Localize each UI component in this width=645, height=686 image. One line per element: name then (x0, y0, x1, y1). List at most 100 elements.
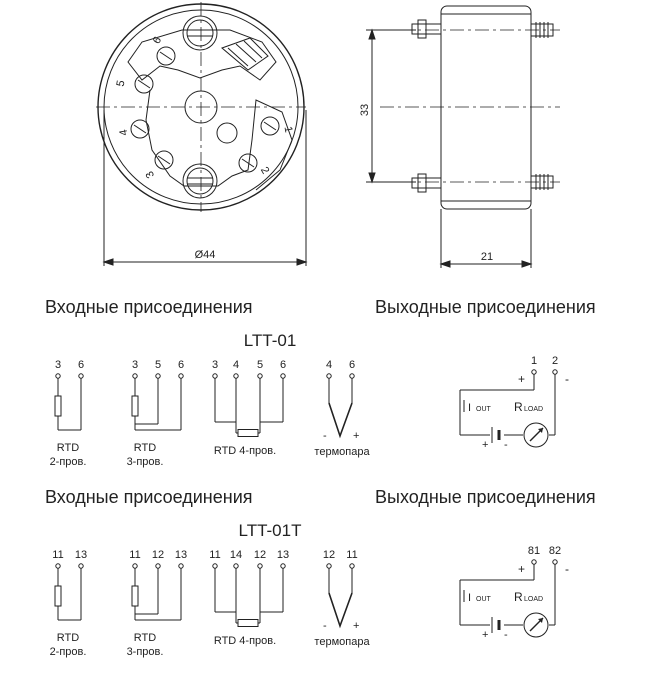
plus-sign: + (482, 439, 488, 451)
minus-sign: - (504, 439, 508, 451)
terminal (212, 373, 218, 379)
terminal (233, 373, 239, 379)
terminal (349, 373, 355, 379)
wire-count-label: 3-пров. (127, 646, 164, 658)
terminal (552, 559, 558, 565)
model-title: LTT-01 (244, 331, 297, 350)
wire-count-label: 2-пров. (50, 456, 87, 468)
minus-sign: - (504, 629, 508, 641)
terminal-label: 13 (175, 549, 187, 561)
width-dimension (439, 209, 533, 268)
terminal (326, 563, 332, 569)
terminal-label: 11 (52, 549, 63, 561)
plus-sign: + (518, 372, 525, 386)
minus-sign: - (565, 372, 569, 386)
terminal (212, 563, 218, 569)
output-terminal-label: 1 (531, 355, 537, 367)
rtd-label: RTD (57, 442, 79, 454)
terminal (155, 373, 161, 379)
height-label: 33 (359, 104, 371, 116)
terminal-label: 11 (346, 549, 357, 561)
iout-subscript: OUT (476, 406, 492, 413)
rload-subscript: LOAD (524, 596, 543, 603)
terminal (178, 563, 184, 569)
rtd-label: RTD 4-пров. (214, 445, 276, 457)
meter-needle-head (538, 428, 543, 433)
resistor (54, 585, 62, 607)
terminal-label: 3 (55, 359, 61, 371)
height-dimension (366, 28, 416, 184)
wire-count-label: 3-пров. (127, 456, 164, 468)
terminal (55, 563, 61, 569)
output-connections-header: Выходные присоединения (375, 487, 596, 507)
thermocouple-label: термопара (314, 636, 370, 648)
rtd-label: RTD 4-пров. (214, 635, 276, 647)
head-terminal-6: 6 (151, 35, 164, 46)
terminal (233, 563, 239, 569)
terminal-label: 5 (257, 359, 263, 371)
terminal (257, 373, 263, 379)
rload-label: R (514, 590, 523, 604)
head-terminal-5: 5 (115, 79, 128, 87)
terminal (132, 563, 138, 569)
terminal (349, 563, 355, 569)
rtd-label: RTD (134, 632, 156, 644)
terminal (552, 369, 558, 375)
head-terminal-2: 2 (258, 165, 271, 176)
terminal-label: 12 (323, 549, 335, 561)
plus-sign: + (482, 629, 488, 641)
terminal (280, 373, 286, 379)
output-connections-header: Выходные присоединения (375, 297, 596, 317)
resistor (131, 395, 139, 417)
rtd-label: RTD (134, 442, 156, 454)
output-terminal-label: 81 (528, 545, 540, 557)
meter-needle-head (538, 618, 543, 623)
iout-subscript: OUT (476, 596, 492, 603)
rload-label: R (514, 400, 523, 414)
head-terminal-4: 4 (118, 128, 131, 136)
terminal-label: 13 (277, 549, 289, 561)
terminal-label: 12 (152, 549, 164, 561)
minus-sign: - (323, 620, 327, 632)
terminal-label: 3 (212, 359, 218, 371)
diameter-dimension (102, 110, 308, 266)
terminal-label: 4 (326, 359, 332, 371)
wiring-block-2: Входные присоединения Выходные присоедине… (45, 487, 596, 658)
transmitter-top-view (96, 2, 306, 212)
model-title: LTT-01T (239, 521, 302, 540)
minus-sign: - (565, 562, 569, 576)
width-label: 21 (481, 251, 493, 263)
terminal (326, 373, 332, 379)
plus-sign: + (518, 562, 525, 576)
terminal-label: 12 (254, 549, 266, 561)
wiring-blocks: Входные присоединения Выходные присоедине… (45, 297, 596, 658)
terminal-label: 4 (233, 359, 239, 371)
terminal-label: 11 (209, 549, 220, 561)
terminal-label: 6 (178, 359, 184, 371)
terminal (132, 373, 138, 379)
terminal (155, 563, 161, 569)
terminal (531, 369, 537, 375)
terminal (78, 373, 84, 379)
terminal-label: 13 (75, 549, 87, 561)
rload-subscript: LOAD (524, 406, 543, 413)
terminal-label: 6 (349, 359, 355, 371)
head-terminal-3: 3 (144, 169, 157, 180)
input-connections-header: Входные присоединения (45, 487, 253, 507)
resistor (237, 619, 259, 627)
terminal (257, 563, 263, 569)
resistor (54, 395, 62, 417)
terminal (78, 563, 84, 569)
terminal (178, 373, 184, 379)
head-terminal-1: 1 (282, 125, 295, 133)
output-terminal-label: 2 (552, 355, 558, 367)
diameter-label: Ø44 (195, 249, 216, 261)
